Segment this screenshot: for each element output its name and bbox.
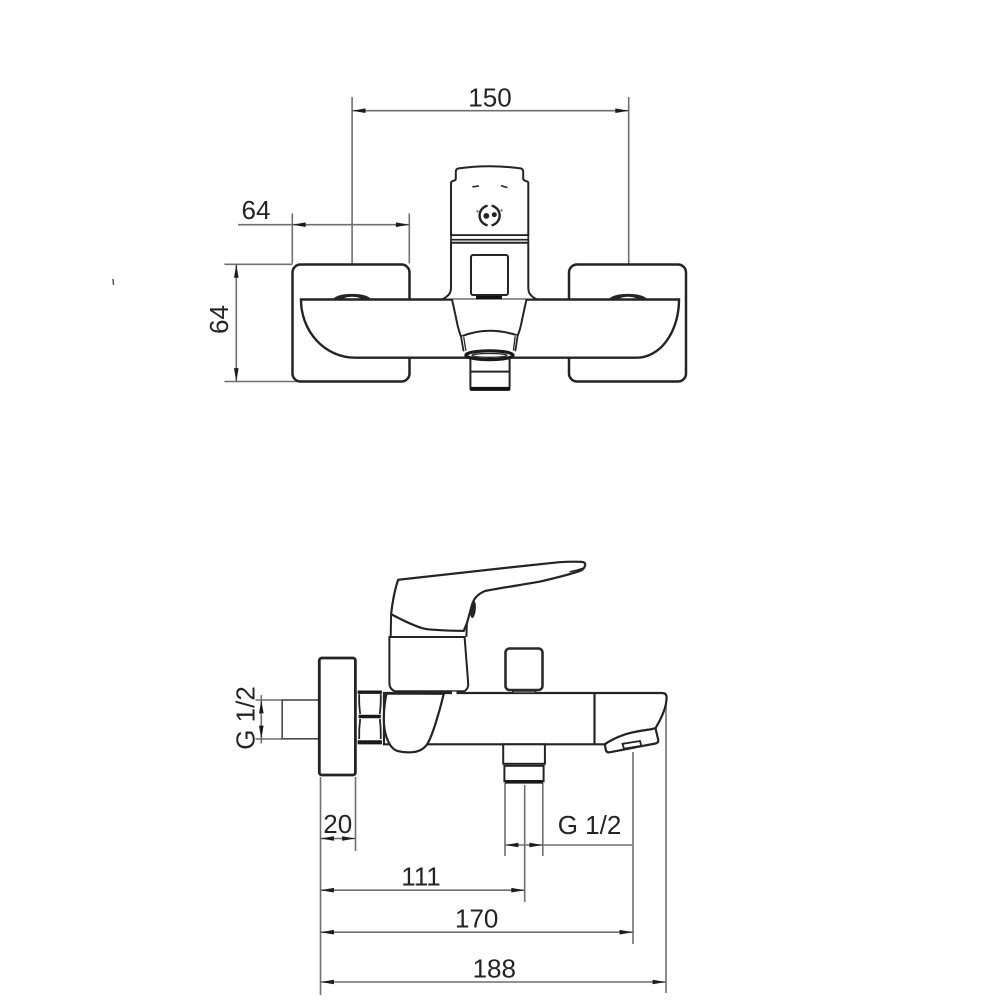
svg-text:20: 20	[323, 809, 352, 839]
svg-text:64: 64	[242, 195, 271, 225]
svg-text:111: 111	[401, 862, 441, 892]
svg-text:G 1/2: G 1/2	[231, 686, 261, 750]
svg-text:188: 188	[473, 954, 516, 984]
svg-text:170: 170	[455, 904, 498, 934]
svg-text:G 1/2: G 1/2	[558, 810, 622, 840]
svg-text:150: 150	[468, 83, 511, 113]
svg-text:64: 64	[204, 305, 234, 334]
